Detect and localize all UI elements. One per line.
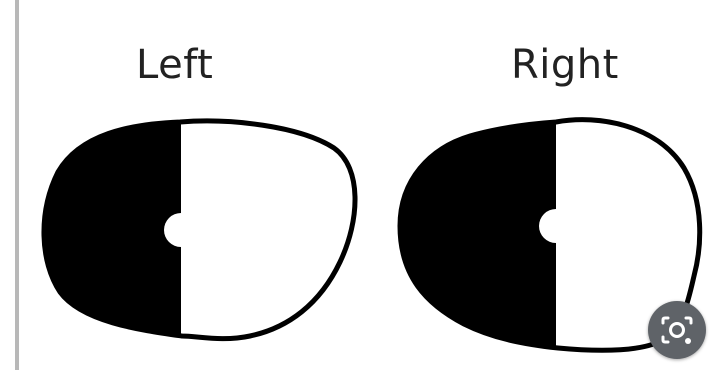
- left-eye-field: [0, 0, 355, 370]
- google-lens-icon: [648, 301, 706, 359]
- google-lens-button[interactable]: [648, 301, 706, 359]
- right-blind-spot: [539, 209, 573, 243]
- left-blind-spot: [164, 213, 198, 247]
